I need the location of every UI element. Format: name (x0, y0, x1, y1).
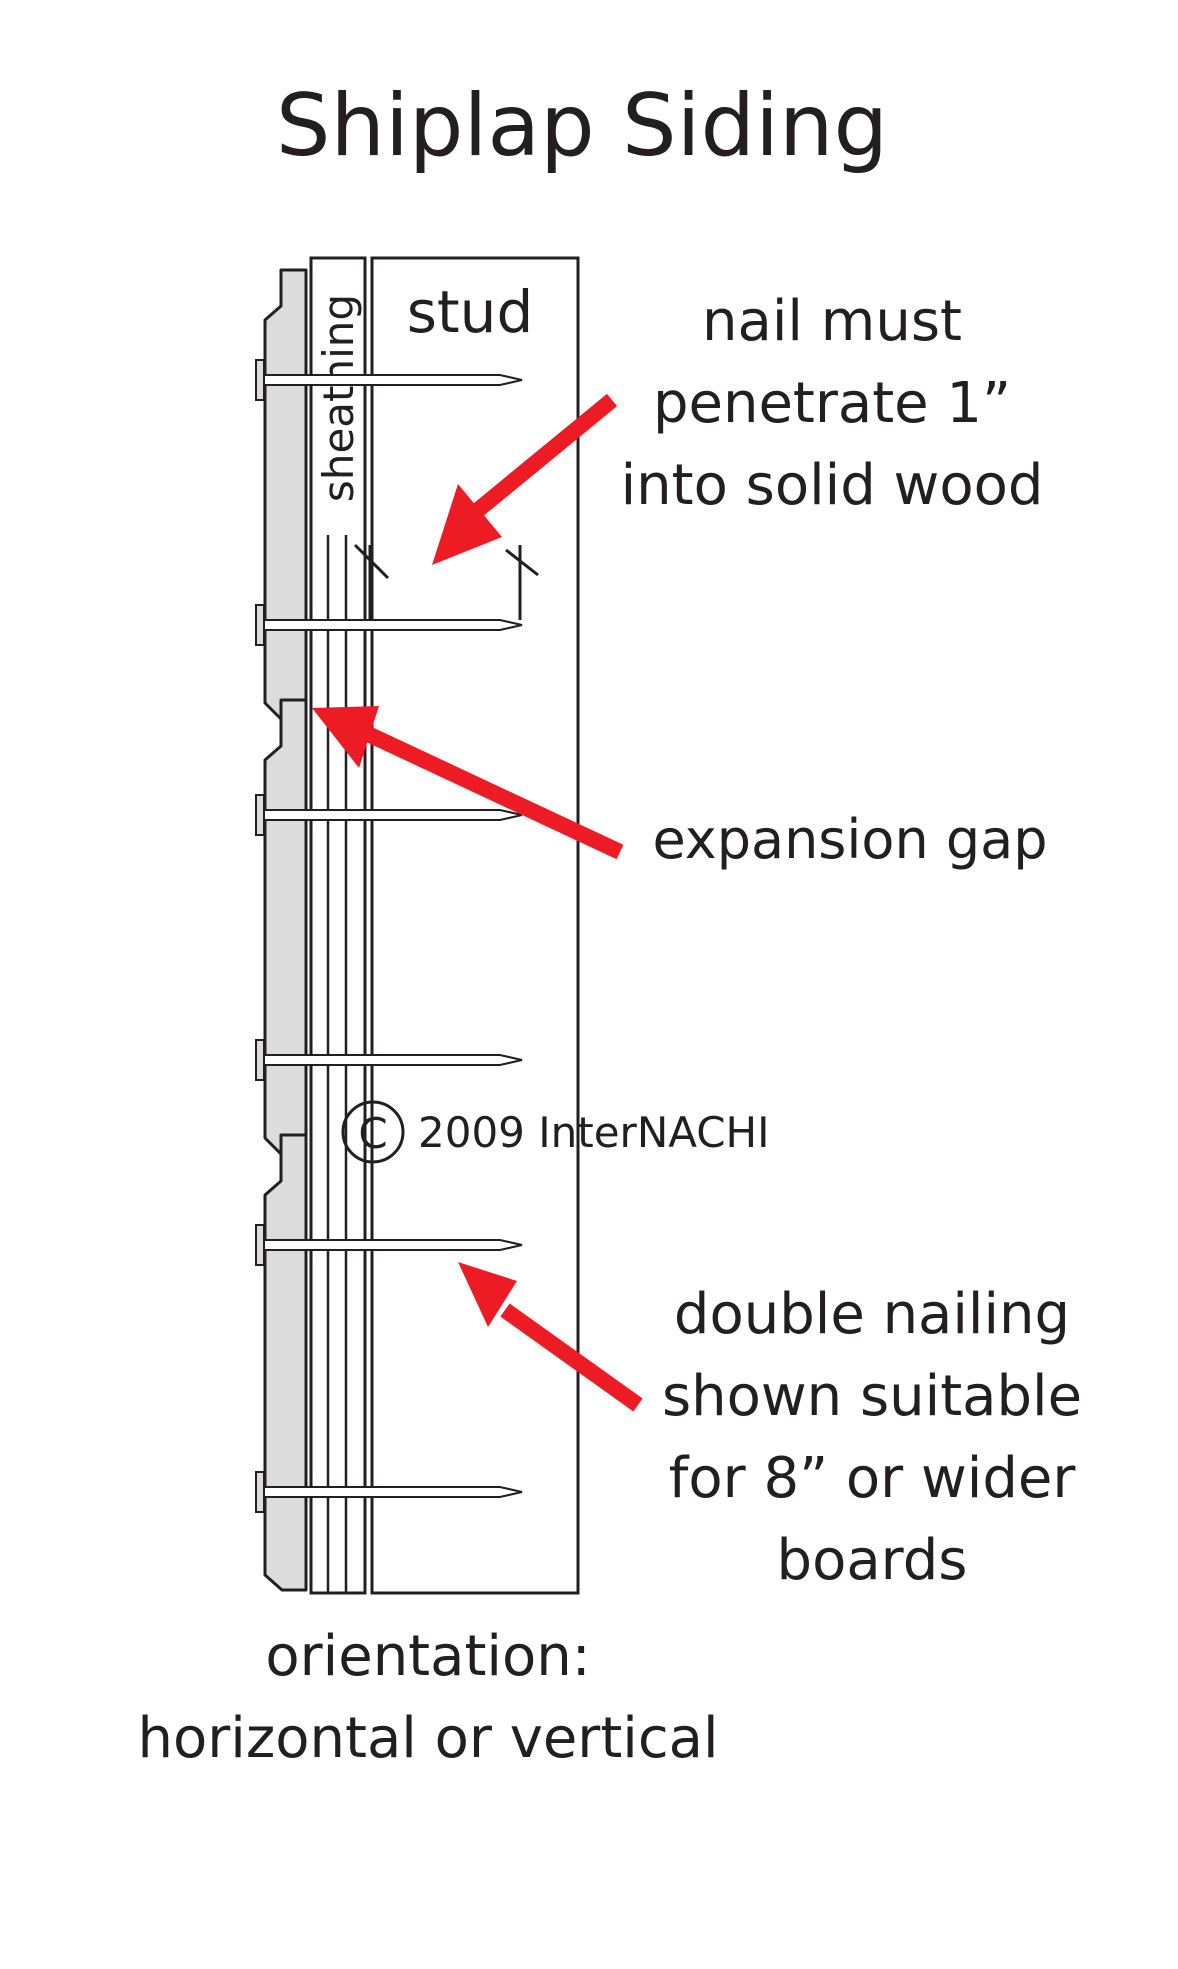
nail (255, 794, 523, 836)
arrow-expansion-gap (312, 706, 624, 860)
sheathing (309, 256, 367, 1595)
copyright-symbol: C (358, 1109, 387, 1158)
nail (255, 1224, 523, 1266)
arrow-double-nailing (458, 1262, 643, 1412)
double-nailing-line: shown suitable (662, 1364, 1082, 1429)
copyright: C 2009 InterNACHI (341, 1100, 770, 1164)
double-nailing-line: boards (777, 1528, 968, 1593)
stud-label: stud (407, 278, 534, 346)
siding-board (263, 698, 308, 1157)
sheathing-label: sheathing (314, 294, 363, 502)
stud (370, 256, 580, 1595)
diagram-title: Shiplap Siding (276, 76, 888, 176)
expansion-gap-label: expansion gap (652, 808, 1047, 871)
penetration-dimension (353, 543, 539, 620)
nail (255, 1039, 523, 1081)
copyright-text: 2009 InterNACHI (418, 1108, 770, 1157)
orientation-line: horizontal or vertical (138, 1706, 719, 1771)
nails (255, 359, 523, 1513)
nail (255, 359, 523, 401)
siding-board (263, 1133, 308, 1592)
orientation-line: orientation: (265, 1624, 590, 1689)
siding-board (263, 268, 308, 722)
double-nailing-line: for 8” or wider (669, 1446, 1077, 1511)
nail-note-line: penetrate 1” (653, 371, 1011, 436)
copyright-icon (341, 1100, 405, 1164)
nail-note-line: into solid wood (621, 453, 1044, 518)
nail (255, 1471, 523, 1513)
nail-note-line: nail must (702, 289, 962, 354)
nail (255, 604, 523, 646)
arrow-nail-penetration (432, 393, 618, 565)
double-nailing-line: double nailing (674, 1282, 1070, 1347)
